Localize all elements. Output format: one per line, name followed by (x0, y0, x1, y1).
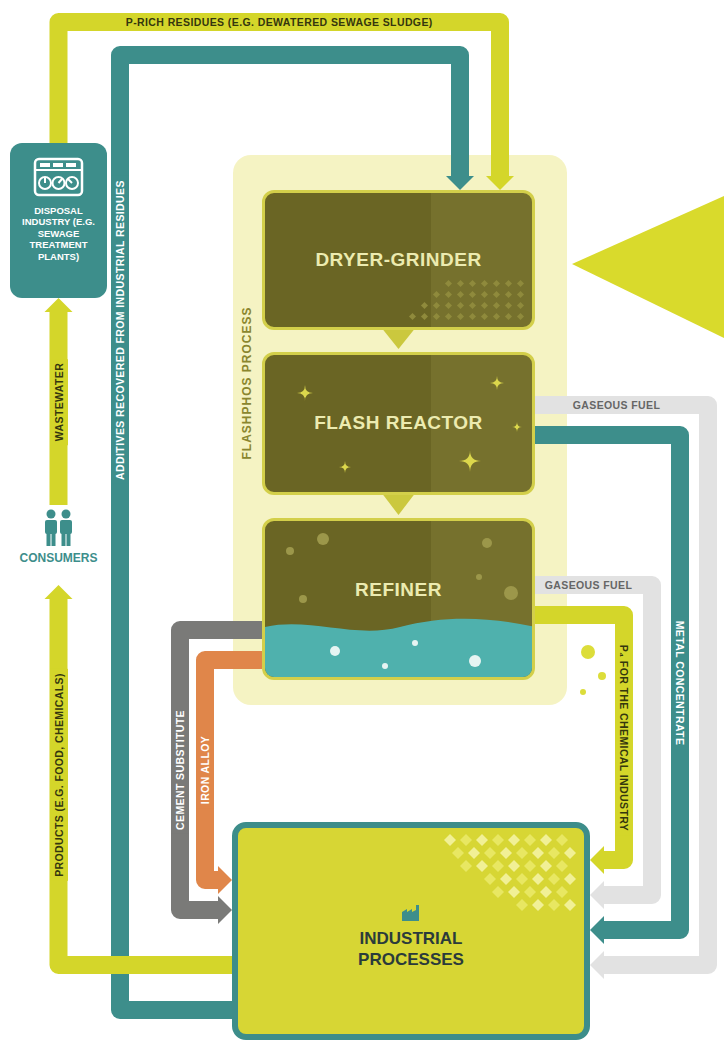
sparkle (459, 450, 481, 472)
arrow-head (590, 881, 604, 909)
flow-label: WASTEWATER (50, 358, 68, 444)
flow-label: METAL CONCENTRATE (671, 616, 689, 749)
flow-label: IRON ALLOY (196, 732, 214, 808)
disposal-box: DISPOSAL INDUSTRY (E.G. SEWAGE TREATMENT… (10, 143, 107, 298)
process-box: REFINER (262, 518, 535, 680)
flow-band (535, 405, 708, 979)
box-label: INDUSTRIAL PROCESSES (331, 928, 491, 971)
sparkle (490, 376, 504, 390)
people-icon (42, 509, 75, 547)
pointer-triangle (572, 196, 724, 338)
arrow-head (590, 951, 604, 979)
flow-label: P₄ FOR THE CHEMICAL INDUSTRY (615, 640, 633, 835)
box-label: FLASH REACTOR (314, 412, 483, 435)
flow-label: P-RICH RESIDUES (E.G. DEWATERED SEWAGE S… (122, 13, 437, 31)
flow-line (535, 585, 652, 895)
step-pointer (383, 329, 415, 349)
step-pointer (383, 494, 415, 515)
flow-line (50, 310, 68, 505)
consumer-group: CONSUMERS (10, 505, 107, 585)
decor-dot (581, 645, 595, 659)
arrow-head (486, 176, 514, 190)
arrow-head (590, 846, 604, 874)
process-box: FLASH REACTOR (262, 352, 535, 495)
box-label: DRYER-GRINDER (315, 249, 481, 272)
band-label: FLASHPHOS PROCESS (240, 306, 254, 459)
industry-box: INDUSTRIAL PROCESSES (232, 822, 590, 1040)
arrow-head (218, 866, 232, 894)
box-label: DISPOSAL INDUSTRY (E.G. SEWAGE TREATMENT… (15, 205, 102, 262)
flow-band (45, 298, 73, 505)
box-label: REFINER (355, 579, 442, 602)
flow-line (59, 597, 233, 965)
flow-label: CEMENT SUBSTITUTE (171, 706, 189, 834)
flow-label: GASEOUS FUEL (569, 396, 665, 414)
process-band: FLASHPHOS PROCESS DRYER-GRINDER FLASH REAC… (233, 155, 567, 705)
plant-icon (33, 157, 84, 197)
flow-label: PRODUCTS (E.G. FOOD, CHEMICALS) (50, 669, 68, 881)
arrow-head (218, 896, 232, 924)
arrow-head (45, 298, 73, 312)
flow-label: ADDITIVES RECOVERED FROM INDUSTRIAL RESI… (111, 176, 129, 484)
process-box: DRYER-GRINDER (262, 190, 535, 330)
decor-dot (580, 689, 586, 695)
group-label: CONSUMERS (19, 551, 97, 565)
sparkle (339, 461, 351, 473)
arrow-head (590, 916, 604, 944)
decor-dot (598, 672, 606, 680)
sparkle (512, 422, 522, 432)
arrow-head (446, 176, 474, 190)
pointer-shape (383, 329, 415, 349)
factory-icon (401, 904, 423, 922)
arrow-head (45, 585, 73, 599)
sparkle (297, 385, 313, 401)
process-band-ground (233, 155, 567, 705)
pointer-shape (383, 494, 415, 515)
flow-band (45, 585, 233, 965)
flow-line (535, 435, 680, 930)
flow-label: GASEOUS FUEL (541, 576, 637, 594)
